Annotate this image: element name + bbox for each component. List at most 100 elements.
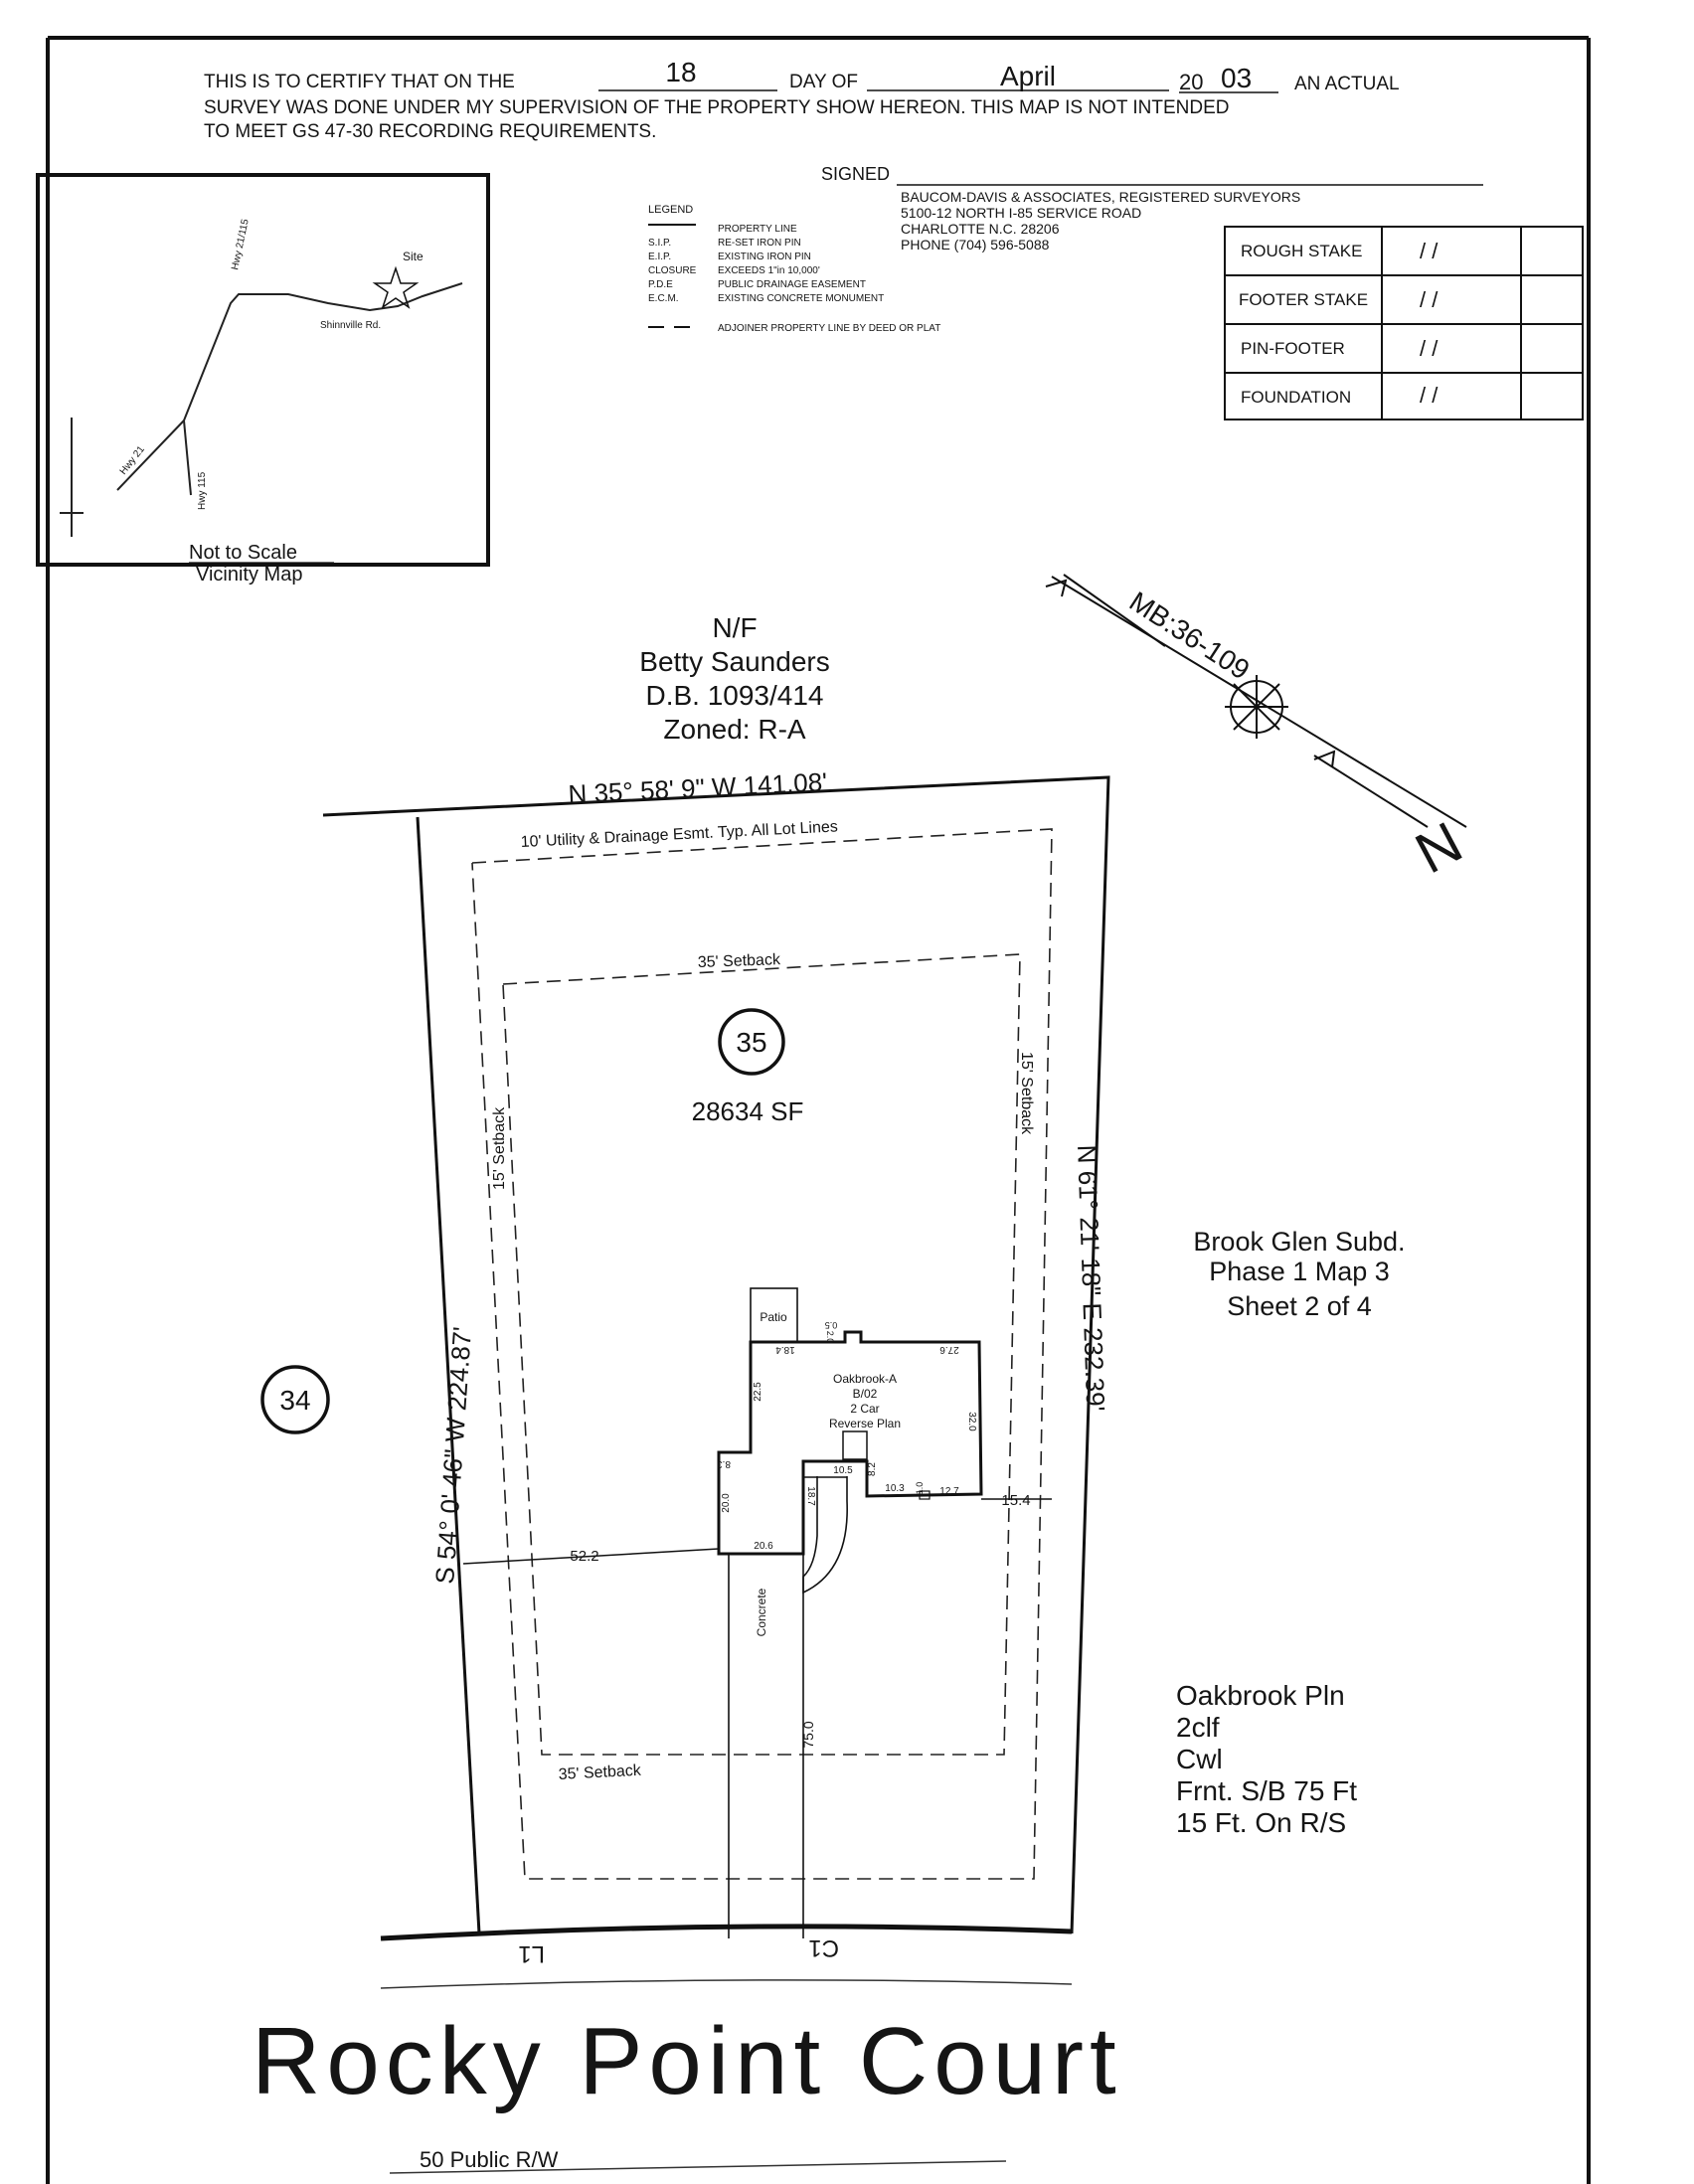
vicinity-site-label: Site <box>403 250 424 263</box>
dim-d7: 18.7 <box>805 1486 816 1506</box>
legend-item-3-desc: EXISTING IRON PIN <box>718 252 811 262</box>
note-line1: Oakbrook Pln <box>1176 1680 1345 1711</box>
dim-d4: 22.5 <box>753 1382 763 1402</box>
vicinity-road-left: Hwy 21 <box>118 443 147 476</box>
stake-table: ROUGH STAKE / / FOOTER STAKE / / PIN-FOO… <box>1224 226 1584 420</box>
certification-block: THIS IS TO CERTIFY THAT ON THE 18 DAY OF… <box>204 57 1483 186</box>
dim-d14: 2.0 <box>825 1331 835 1344</box>
surveyor-address2: CHARLOTTE N.C. 28206 <box>901 221 1060 237</box>
stake-row-4-label: FOUNDATION <box>1241 388 1351 407</box>
legend-item-2-abbr: S.I.P. <box>648 238 671 249</box>
house-model: Oakbrook-A <box>833 1372 897 1386</box>
dim-d5: 20.0 <box>721 1493 732 1513</box>
setback-top: 35' Setback <box>698 951 782 971</box>
legend-item-5-desc: PUBLIC DRAINAGE EASEMENT <box>718 279 866 290</box>
setback-right: 15' Setback <box>1018 1052 1035 1135</box>
north-ref: MB:36-109 <box>1124 586 1256 686</box>
cert-line3: TO MEET GS 47-30 RECORDING REQUIREMENTS. <box>204 121 656 142</box>
stake-row-1-label: ROUGH STAKE <box>1241 242 1362 260</box>
lot-number: 35 <box>736 1027 766 1058</box>
dim-d12: 8.3 <box>717 1458 731 1469</box>
curve-right-label: C1 <box>808 1934 839 1961</box>
north-arrow: MB:36-109 N <box>1045 574 1473 886</box>
concrete-label: Concrete <box>755 1588 768 1636</box>
dim-d6: 20.6 <box>754 1541 773 1552</box>
dim-d13: 0.5 <box>825 1320 838 1330</box>
note-line2: 2clf <box>1176 1712 1220 1743</box>
vicinity-road-top: Hwy 21/115 <box>230 218 252 271</box>
legend-title: LEGEND <box>648 204 693 216</box>
legend-item-2-desc: RE-SET IRON PIN <box>718 238 801 249</box>
stake-row-3-label: PIN-FOOTER <box>1241 339 1345 358</box>
vicinity-road-bottom: Hwy 115 <box>197 471 208 510</box>
neighbor-nf: N/F <box>712 612 757 643</box>
dim-d8: 10.5 <box>833 1465 853 1476</box>
street: L1 C1 Rocky Point Court 50 Public R/W <box>252 1924 1122 2174</box>
vicinity-map: Site Shinnville Rd. Hwy 21/115 Hwy 21 Hw… <box>36 173 490 586</box>
curve-left-label: L1 <box>518 1940 545 1967</box>
legend-item-3-abbr: E.I.P. <box>648 252 671 262</box>
cert-month: April <box>1000 61 1056 91</box>
street-name: Rocky Point Court <box>252 2008 1122 2114</box>
dim-d2: 27.6 <box>939 1344 959 1355</box>
subdivision-block: Brook Glen Subd. Phase 1 Map 3 Sheet 2 o… <box>1193 1227 1405 1321</box>
dim-d11: 12.7 <box>939 1486 959 1497</box>
cert-year-prefix: 20 <box>1179 70 1203 94</box>
surveyor-phone: PHONE (704) 596-5088 <box>901 237 1050 252</box>
note-line5: 15 Ft. On R/S <box>1176 1807 1346 1838</box>
subdivision-line3: Sheet 2 of 4 <box>1227 1291 1372 1321</box>
surveyor-name: BAUCOM-DAVIS & ASSOCIATES, REGISTERED SU… <box>901 189 1300 205</box>
street-row: 50 Public R/W <box>420 2147 559 2172</box>
dim-front-setback: 75.0 <box>800 1721 816 1748</box>
dim-d1: 18.4 <box>775 1344 795 1355</box>
house-garage: 2 Car <box>850 1402 879 1416</box>
legend-item-1-desc: PROPERTY LINE <box>718 224 797 235</box>
house-footprint <box>462 1287 1052 1938</box>
dim-d15: 1.0 <box>915 1482 925 1495</box>
house-code: B/02 <box>853 1387 878 1401</box>
stake-row-2-date: / / <box>1420 287 1439 312</box>
lot-area: 28634 SF <box>692 1096 804 1126</box>
setback-bottom: 35' Setback <box>558 1763 642 1783</box>
stake-row-3-date: / / <box>1420 336 1439 361</box>
vicinity-street-label: Shinnville Rd. <box>320 320 381 331</box>
dim-d9: 8.2 <box>867 1462 878 1476</box>
stake-row-2-label: FOOTER STAKE <box>1239 290 1368 309</box>
neighbor-deed: D.B. 1093/414 <box>645 680 823 711</box>
legend-item-6-desc: EXISTING CONCRETE MONUMENT <box>718 293 884 304</box>
cert-line1-b: DAY OF <box>789 72 858 92</box>
north-letter: N <box>1406 809 1473 886</box>
house-labels: Patio Oakbrook-A B/02 2 Car Reverse Plan… <box>570 1310 1030 1749</box>
legend: LEGEND PROPERTY LINE S.I.P. RE-SET IRON … <box>648 204 940 334</box>
easement-label: 10' Utility & Drainage Esmt. Typ. All Lo… <box>520 818 838 851</box>
setback-left: 15' Setback <box>491 1106 508 1190</box>
adjacent-lot-number: 34 <box>279 1385 310 1416</box>
lot-boundary <box>322 775 1110 1934</box>
site-star-icon <box>372 265 420 309</box>
surveyor-address1: 5100-12 NORTH I-85 SERVICE ROAD <box>901 205 1141 221</box>
dim-left-side: 52.2 <box>570 1548 598 1565</box>
cert-line1-a: THIS IS TO CERTIFY THAT ON THE <box>204 72 515 92</box>
dim-d10: 10.3 <box>885 1483 905 1494</box>
patio-label: Patio <box>760 1310 787 1324</box>
legend-item-6-abbr: E.C.M. <box>648 293 679 304</box>
neighbor-owner: Betty Saunders <box>639 646 829 677</box>
plan-notes: Oakbrook Pln 2clf Cwl Frnt. S/B 75 Ft 15… <box>1176 1680 1357 1838</box>
bearing-left: S 54° 0' 46" W 224.87' <box>429 1326 477 1586</box>
legend-item-7-desc: ADJOINER PROPERTY LINE BY DEED OR PLAT <box>718 323 940 334</box>
lot-labels: N 35° 58' 9" W 141.08' 10' Utility & Dra… <box>260 766 1110 1783</box>
cert-year-suffix: 03 <box>1221 63 1252 93</box>
dim-right-side: 15.4 <box>1001 1492 1030 1509</box>
house-plan: Reverse Plan <box>829 1417 901 1430</box>
cert-line2: SURVEY WAS DONE UNDER MY SUPERVISION OF … <box>204 97 1229 118</box>
cert-day: 18 <box>665 57 696 87</box>
legend-item-4-desc: EXCEEDS 1"in 10,000' <box>718 265 820 276</box>
surveyor-block: BAUCOM-DAVIS & ASSOCIATES, REGISTERED SU… <box>901 189 1300 252</box>
note-line3: Cwl <box>1176 1744 1223 1774</box>
legend-item-4-abbr: CLOSURE <box>648 265 697 276</box>
vicinity-caption-2: Vicinity Map <box>196 564 302 586</box>
sheet-border <box>46 36 1591 2184</box>
legend-item-5-abbr: P.D.E <box>648 279 673 290</box>
dim-d3: 32.0 <box>966 1412 977 1431</box>
